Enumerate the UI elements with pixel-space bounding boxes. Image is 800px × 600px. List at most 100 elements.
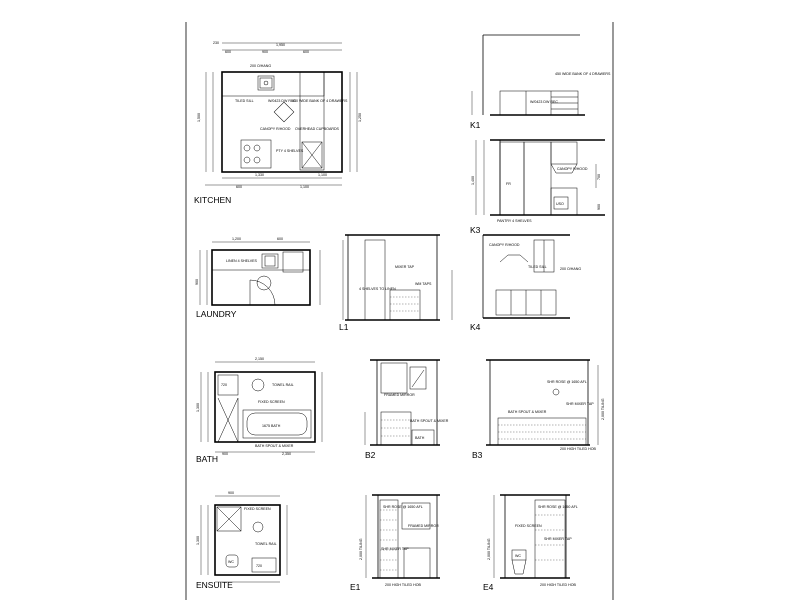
ensuite-wall <box>214 504 281 576</box>
e4-shr-mixer: SHR MIXER TAP <box>544 537 572 541</box>
dim-bath-1300: 1,300 <box>196 403 200 412</box>
dim-bath-900: 900 <box>222 452 228 456</box>
bath-plan: 2,150 720 1675 BATH TOWEL RAIL FIXED SCR… <box>196 357 323 464</box>
k3-uso: USO <box>556 202 564 206</box>
kitchen-tiled-sill: TILED SILL <box>235 99 254 103</box>
elevation-k1: 450 WIDE BANK OF 4 DRAWERS W/0423 DW REC… <box>470 34 611 130</box>
k4-overhang: 200 O/HANG <box>560 267 581 271</box>
b3-bath-spout: BATH SPOUT & MIXER <box>508 410 547 414</box>
e1-tiled-hob: 200 HIGH TILED HOB <box>385 583 421 587</box>
ensuite-fixed-screen: FIXED SCREEN <box>244 507 271 511</box>
kitchen-wide-bank: 450 WIDE BANK OF 4 DRAWERS <box>292 99 348 103</box>
b2-bath-spout: BATH SPOUT & MIXER <box>410 419 449 423</box>
kitchen-bench-right <box>299 71 325 171</box>
b2-title: B2 <box>365 450 376 460</box>
k4-tiled-sill: TILED SILL <box>528 265 547 269</box>
b2-framed-mirror: FRAMED MIRROR <box>384 393 415 397</box>
dim-kitchen-bottom-a: 1,330 <box>255 173 264 177</box>
dim-kitchen-600a: 600 <box>225 50 231 54</box>
elevation-b3: SHR ROSE @ 1650 AFL SHR MIXER TAP BATH S… <box>472 359 605 460</box>
ensuite-title: ENSUITE <box>196 580 233 590</box>
elevation-e4: SHR ROSE @ 1650 AFL FIXED SCREEN SHR MIX… <box>483 494 578 592</box>
dim-kitchen-600b: 600 <box>303 50 309 54</box>
bath-title: BATH <box>196 454 218 464</box>
k3-fr: FR <box>506 182 511 186</box>
elevation-e1: SHR ROSE @ 1650 AFL FRAMED MIRROR SHR MI… <box>350 494 440 592</box>
dim-kitchen-top: 1,950 <box>276 43 285 47</box>
bath-1675: 1675 BATH <box>262 424 281 428</box>
k1-title: K1 <box>470 120 481 130</box>
bath-720: 720 <box>221 383 227 387</box>
b2-bath-tag: BATH <box>415 436 425 440</box>
dim-kitchen-bottom-b: 1,100 <box>318 173 327 177</box>
elevation-k4: CANOPY R/HOOD TILED SILL 200 O/HANG K4 <box>470 234 581 332</box>
k1-dw-rec: W/0423 DW REC <box>530 100 558 104</box>
e1-shr-rose: SHR ROSE @ 1650 AFL <box>383 505 423 509</box>
kitchen-dw-rec: W/0423 DW REC <box>268 99 296 103</box>
bath-fixed-screen: FIXED SCREEN <box>258 400 285 404</box>
k3-pantry-shelves: PANTRY 4 SHELVES <box>497 219 532 223</box>
bath-spout: BATH SPOUT & MIXER <box>255 444 294 448</box>
kitchen-overhead: OVERHEAD CUPBOARDS <box>295 127 340 131</box>
dim-kitchen-right: 1,250 <box>358 113 362 122</box>
e4-fixed-screen: FIXED SCREEN <box>515 524 542 528</box>
l1-four-shelves: 4 SHELVES TO LINEN <box>359 287 396 291</box>
elevation-b2: FRAMED MIRROR BATH BATH SPOUT & MIXER B2 <box>364 359 449 460</box>
k3-pantry <box>499 141 525 216</box>
l1-title: L1 <box>339 322 349 332</box>
ensuite-wc: WC <box>228 560 234 564</box>
ensuite-720: 720 <box>256 564 262 568</box>
kitchen-pty: PTY 4 SHELVES <box>276 149 304 153</box>
overhang-label: 200 O/HANG <box>250 64 271 68</box>
dim-laundry-900: 900 <box>195 279 199 285</box>
bath-towel-rail: TOWEL RAIL <box>272 383 294 387</box>
laundry-plan: 1,200 600 LINEN 4 SHELVES 900 LAUNDRY <box>195 237 321 319</box>
b3-shr-mixer: SHR MIXER TAP <box>566 402 594 406</box>
elevation-k3: FR CANOPY R/HOOD USO 1,400 700 900 PANTR… <box>470 139 605 235</box>
k3-title: K3 <box>470 225 481 235</box>
k4-title: K4 <box>470 322 481 332</box>
e1-framed-mirror: FRAMED MIRROR <box>408 524 439 528</box>
kitchen-island <box>240 139 272 169</box>
laundry-title: LAUNDRY <box>196 309 237 319</box>
dim-kitchen-bottom-d: 1,100 <box>300 185 309 189</box>
k4-canopy: CANOPY R/HOOD <box>489 243 520 247</box>
dim-kitchen-bottom-c: 600 <box>236 185 242 189</box>
e4-tiled-hob: 200 HIGH TILED HOB <box>540 583 576 587</box>
k3-fridge <box>523 141 552 216</box>
b3-dim-tiling: 2,000 TILING <box>601 398 605 420</box>
e4-title: E4 <box>483 582 494 592</box>
kitchen-plan: 1,950 600 900 600 230 200 O/HANG TILED S… <box>194 41 362 205</box>
laundry-linen: LINEN 4 SHELVES <box>226 259 257 263</box>
k3-canopy: CANOPY R/HOOD <box>557 167 588 171</box>
dim-bath-2350: 2,350 <box>282 452 291 456</box>
k3-dim-1400: 1,400 <box>471 176 475 185</box>
k3-dim-700: 700 <box>597 174 601 180</box>
b3-tiled-hob: 200 HIGH TILED HOB <box>560 447 596 451</box>
k1-wide-bank: 450 WIDE BANK OF 4 DRAWERS <box>555 72 611 76</box>
b3-shr-rose: SHR ROSE @ 1650 AFL <box>547 380 587 384</box>
dim-bath-2150: 2,150 <box>255 357 264 361</box>
dim-kitchen-230: 230 <box>213 41 219 45</box>
b3-title: B3 <box>472 450 483 460</box>
ensuite-plan: 900 FIXED SCREEN TOWEL RAIL WC 720 1,300… <box>196 491 288 590</box>
e1-title: E1 <box>350 582 361 592</box>
kitchen-canopy: CANOPY R/HOOD <box>260 127 291 131</box>
dim-kitchen-900: 900 <box>262 50 268 54</box>
dim-ensuite-1300: 1,300 <box>196 536 200 545</box>
kitchen-bench-top <box>221 71 325 97</box>
dim-ensuite-900: 900 <box>228 491 234 495</box>
bath-tub <box>242 409 312 439</box>
l1-mixer-tap: MIXER TAP <box>395 265 415 269</box>
k3-dim-900: 900 <box>597 204 601 210</box>
bath-wall <box>214 371 316 443</box>
ensuite-towel-rail: TOWEL RAIL <box>255 542 277 546</box>
e4-wc: WC <box>515 554 521 558</box>
e4-shr-rose: SHR ROSE @ 1650 AFL <box>538 505 578 509</box>
l1-wm-taps: WM TAPS <box>415 282 432 286</box>
elevation-l1: MIXER TAP WM TAPS 4 SHELVES TO LINEN L1 <box>339 234 453 332</box>
kitchen-title: KITCHEN <box>194 195 231 205</box>
e4-dim-tiling: 2,000 TILING <box>487 538 491 560</box>
dim-kitchen-left: 1,500 <box>197 113 201 122</box>
